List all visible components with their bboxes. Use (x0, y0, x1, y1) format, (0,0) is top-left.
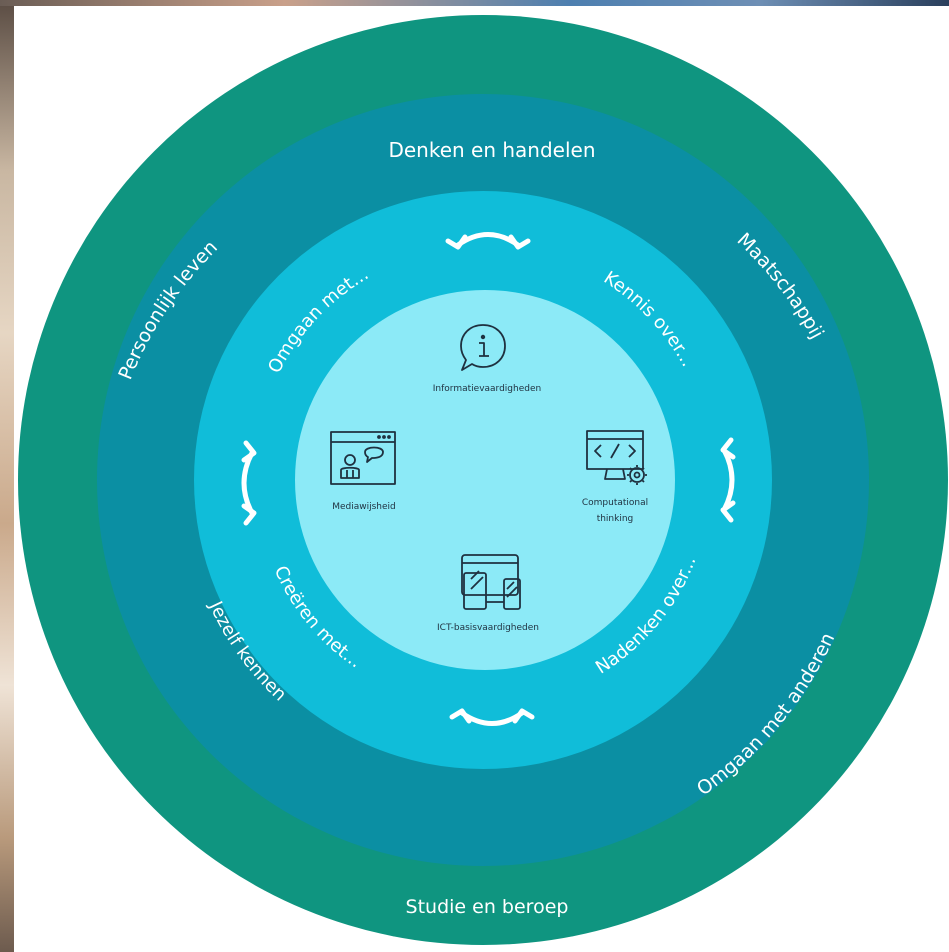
code-monitor-icon (586, 430, 647, 485)
label-denken-en-handelen: Denken en handelen (388, 138, 595, 162)
label-thinking: thinking (597, 514, 634, 524)
swap-arrows-icon-left (241, 440, 257, 526)
label-computational: Computational (582, 498, 648, 508)
swap-arrows-icon-bottom (449, 708, 535, 726)
label-mediawijsheid: Mediawijsheid (332, 502, 396, 512)
info-bubble-icon (460, 324, 506, 371)
background-photo-edge (0, 0, 14, 952)
core-circle (295, 290, 675, 670)
media-window-icon (330, 431, 396, 485)
swap-arrows-icon-right (720, 437, 736, 523)
label-ict-basisvaardigheden: ICT-basisvaardigheden (437, 623, 539, 633)
background-photo-top-edge (0, 0, 949, 6)
swap-arrows-icon-top (445, 232, 531, 250)
label-informatievaardigheden: Informatievaardigheden (433, 384, 541, 394)
devices-icon (461, 554, 521, 610)
label-studie-en-beroep: Studie en beroep (406, 896, 569, 918)
